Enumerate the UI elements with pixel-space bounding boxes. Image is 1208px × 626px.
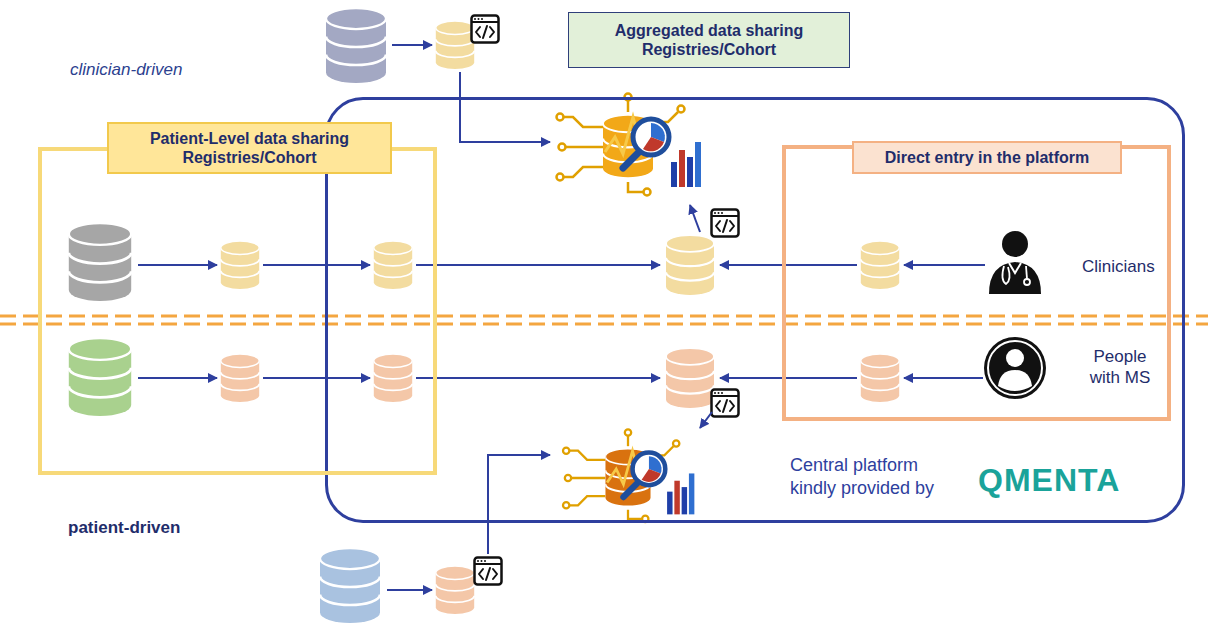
platform-caption: Central platform kindly provided by xyxy=(790,454,968,499)
platform-region: Central platform kindly provided by QMENT… xyxy=(325,97,1185,523)
node-title: Aggregated data sharing Registries/Cohor… xyxy=(569,17,849,63)
clinician-icon xyxy=(989,231,1041,294)
dashed-divider xyxy=(0,316,1208,324)
annotation-label: Clinicians xyxy=(1082,256,1155,277)
logo-text: QMENTA xyxy=(978,462,1120,499)
region-heading: Patient-Level data sharing Registries/Co… xyxy=(107,122,392,174)
database-icons xyxy=(69,8,899,623)
sharing-box: Aggregated data sharing Registries/Cohor… xyxy=(568,12,850,68)
person-icon xyxy=(984,337,1046,399)
region-heading: Direct entry in the platform xyxy=(852,141,1122,174)
code-icons xyxy=(472,16,739,585)
group-region: Patient-Level data sharing Registries/Co… xyxy=(38,147,437,475)
analytics-icons xyxy=(557,94,702,523)
annotation-label: People with MS xyxy=(1078,346,1162,389)
annotation-label: clinician-driven xyxy=(70,60,182,80)
annotation-label: patient-driven xyxy=(68,518,180,538)
group-region: Direct entry in the platform xyxy=(782,145,1171,421)
